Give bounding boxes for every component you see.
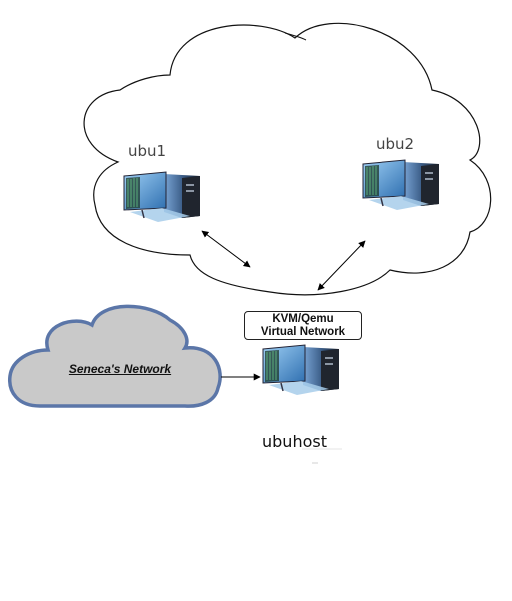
computer-icon-ubuhost (262, 344, 340, 396)
vm-label-ubu2: ubu2 (376, 135, 415, 153)
seneca-network-label: Seneca's Network (68, 362, 172, 376)
computer-icon-ubu1 (123, 171, 201, 223)
vm-network-cloud (83, 22, 492, 296)
virtual-network-line1: KVM/Qemu (272, 313, 334, 325)
vm-label-ubu1: ubu1 (128, 142, 167, 160)
host-label: ubuhost (262, 432, 327, 451)
arrow-ubu2-to-vnet (317, 240, 366, 291)
arrow-ubu1-to-vnet (201, 230, 251, 268)
seneca-network-cloud (8, 304, 222, 408)
virtual-network-line2: Virtual Network (260, 326, 346, 338)
virtual-network-box: KVM/Qemu Virtual Network (244, 311, 362, 340)
computer-icon-ubu2 (362, 159, 440, 211)
